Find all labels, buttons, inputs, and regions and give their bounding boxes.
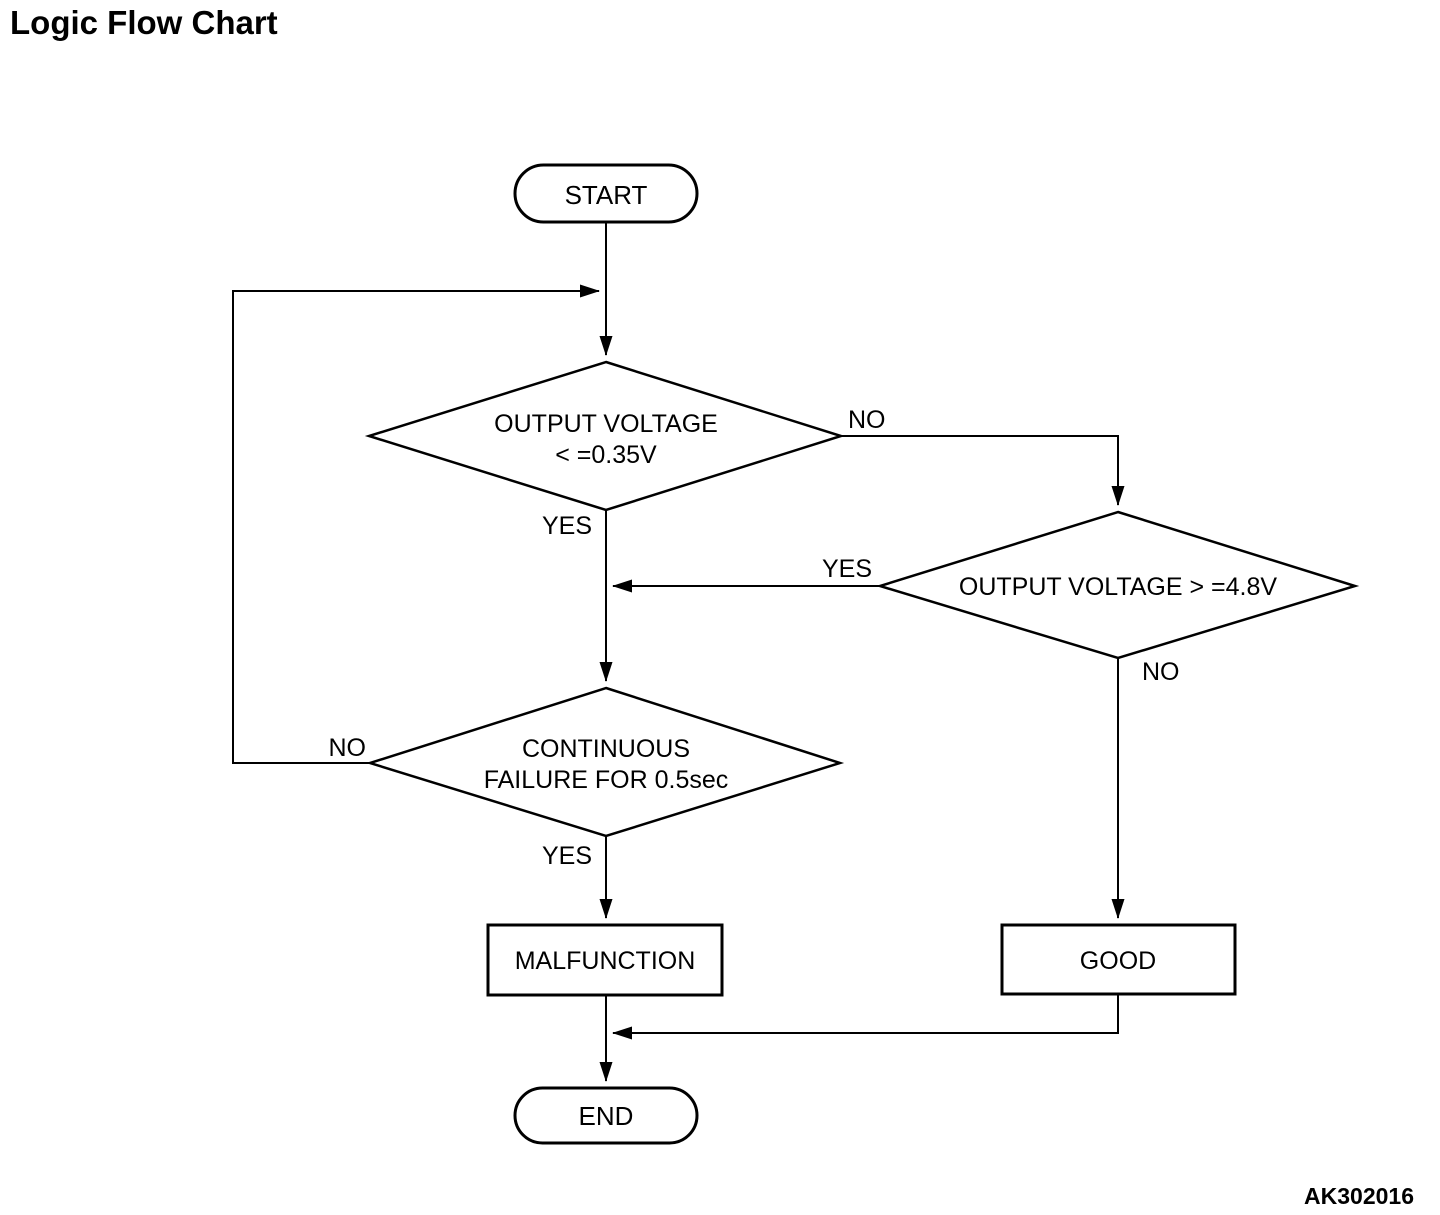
decision-continuous-failure: CONTINUOUS FAILURE FOR 0.5sec: [365, 686, 845, 838]
label-no-decision-continuous: NO: [329, 734, 367, 762]
label-yes-decision-continuous: YES: [542, 842, 592, 870]
edge-decision-continuous-no-loop: [232, 284, 600, 764]
decision-continuous-failure-line2: FAILURE FOR 0.5sec: [484, 766, 729, 794]
end-node-shape: [513, 1086, 699, 1145]
decision-output-voltage-high-label: OUTPUT VOLTAGE > =4.8V: [959, 573, 1277, 601]
decision-output-voltage-low-shape: [364, 360, 846, 512]
edge-decision-output-low-no-to-decision-output-high: [841, 435, 1125, 506]
label-yes-decision-output-high: YES: [822, 555, 872, 583]
decision-output-voltage-high: OUTPUT VOLTAGE > =4.8V: [875, 510, 1360, 660]
start-node-shape: [513, 163, 699, 224]
page-title: Logic Flow Chart: [10, 4, 278, 41]
good-box: GOOD: [1000, 923, 1237, 996]
figure-code: AK302016: [1304, 1183, 1414, 1209]
decision-output-voltage-low-line1: OUTPUT VOLTAGE: [494, 410, 718, 438]
edge-good-merge-to-end: [612, 994, 1119, 1040]
decision-output-voltage-high-shape: [875, 510, 1360, 660]
malfunction-box-shape: [486, 923, 724, 997]
end-node-label: END: [579, 1101, 634, 1131]
label-no-decision-output-high: NO: [1142, 658, 1180, 686]
end-node: END: [513, 1086, 699, 1145]
label-yes-decision-output-low: YES: [542, 512, 592, 540]
decision-continuous-failure-line1: CONTINUOUS: [522, 735, 690, 763]
start-node-label: START: [565, 180, 648, 210]
decision-output-voltage-low-line2: < =0.35V: [555, 441, 657, 469]
decision-output-voltage-low: OUTPUT VOLTAGE < =0.35V: [364, 360, 846, 512]
malfunction-box-label: MALFUNCTION: [515, 947, 696, 975]
good-box-label: GOOD: [1080, 947, 1156, 975]
label-no-decision-output-low: NO: [848, 406, 886, 434]
good-box-shape: [1000, 923, 1237, 996]
start-node: START: [513, 163, 699, 224]
malfunction-box: MALFUNCTION: [486, 923, 724, 997]
decision-continuous-failure-shape: [365, 686, 845, 838]
